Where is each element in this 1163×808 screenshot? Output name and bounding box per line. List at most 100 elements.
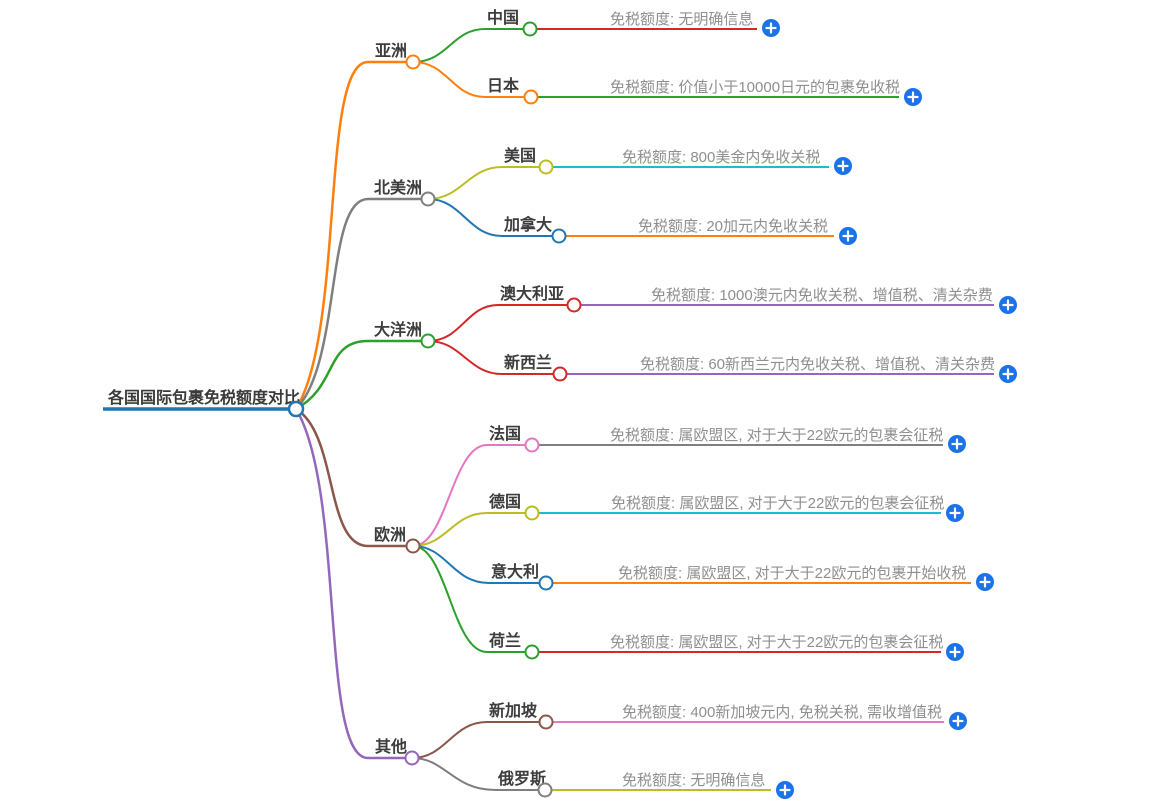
link-na-usa bbox=[427, 166, 503, 200]
node-australia[interactable]: 澳大利亚 bbox=[498, 284, 582, 313]
expand-button-usa[interactable] bbox=[834, 157, 852, 175]
expand-button-newzealand[interactable] bbox=[999, 365, 1017, 383]
expand-button-russia[interactable] bbox=[776, 781, 794, 799]
expand-button-singapore[interactable] bbox=[949, 712, 967, 730]
detail-newzealand[interactable]: 免税额度: 60新西兰元内免收关税、增值税、清关杂费 bbox=[640, 356, 995, 373]
russia-circle[interactable] bbox=[537, 782, 553, 798]
node-netherlands[interactable]: 荷兰 bbox=[487, 631, 540, 660]
germany-circle[interactable] bbox=[524, 505, 540, 521]
detail-italy[interactable]: 免税额度: 属欧盟区, 对于大于22欧元的包裹开始收税 bbox=[618, 565, 966, 582]
canada-circle[interactable] bbox=[551, 228, 567, 244]
expand-button-netherlands[interactable] bbox=[946, 643, 964, 661]
newzealand-circle[interactable] bbox=[552, 366, 568, 382]
expand-button-germany[interactable] bbox=[946, 504, 964, 522]
usa-circle[interactable] bbox=[538, 159, 554, 175]
china-label[interactable]: 中国 bbox=[487, 8, 519, 27]
expand-button-australia[interactable] bbox=[999, 296, 1017, 314]
detail-canada[interactable]: 免税额度: 20加元内免收关税 bbox=[638, 218, 828, 235]
link-root-north-america bbox=[295, 197, 369, 410]
italy-label[interactable]: 意大利 bbox=[491, 562, 539, 581]
netherlands-label[interactable]: 荷兰 bbox=[489, 631, 521, 650]
detail-japan[interactable]: 免税额度: 价值小于10000日元的包裹免收税 bbox=[610, 79, 900, 96]
usa-label[interactable]: 美国 bbox=[504, 146, 536, 165]
france-label[interactable]: 法国 bbox=[489, 424, 521, 443]
other-label[interactable]: 其他 bbox=[375, 737, 407, 756]
node-root[interactable]: 各国国际包裹免税额度对比 bbox=[103, 388, 305, 418]
germany-label[interactable]: 德国 bbox=[489, 492, 521, 511]
link-other-russia bbox=[411, 757, 497, 791]
expand-button-france[interactable] bbox=[948, 435, 966, 453]
link-europe-france bbox=[412, 444, 488, 547]
root-circle[interactable] bbox=[287, 400, 305, 418]
oceania-circle[interactable] bbox=[420, 333, 436, 349]
expand-button-china[interactable] bbox=[762, 19, 780, 37]
other-circle[interactable] bbox=[404, 750, 420, 766]
detail-russia[interactable]: 免税额度: 无明确信息 bbox=[622, 772, 765, 789]
plus-glyph bbox=[949, 646, 961, 658]
expand-button-italy[interactable] bbox=[976, 573, 994, 591]
france-circle[interactable] bbox=[524, 437, 540, 453]
node-china[interactable]: 中国 bbox=[485, 8, 538, 37]
singapore-circle[interactable] bbox=[538, 714, 554, 730]
europe-label[interactable]: 欧洲 bbox=[374, 525, 406, 544]
asia-circle[interactable] bbox=[405, 54, 421, 70]
node-newzealand[interactable]: 新西兰 bbox=[502, 353, 568, 382]
north-america-label[interactable]: 北美洲 bbox=[374, 178, 422, 197]
link-oceania-australia bbox=[427, 304, 499, 342]
link-europe-italy bbox=[412, 545, 490, 584]
japan-label[interactable]: 日本 bbox=[487, 76, 519, 95]
plus-glyph bbox=[779, 784, 791, 796]
expand-button-japan[interactable] bbox=[904, 88, 922, 106]
detail-australia[interactable]: 免税额度: 1000澳元内免收关税、增值税、清关杂费 bbox=[651, 287, 993, 304]
plus-glyph bbox=[1002, 299, 1014, 311]
plus-glyph bbox=[842, 230, 854, 242]
asia-label[interactable]: 亚洲 bbox=[375, 42, 407, 60]
australia-circle[interactable] bbox=[566, 297, 582, 313]
link-na-canada bbox=[427, 198, 503, 237]
singapore-label[interactable]: 新加坡 bbox=[489, 701, 538, 720]
node-russia[interactable]: 俄罗斯 bbox=[496, 769, 553, 798]
oceania-label[interactable]: 大洋洲 bbox=[374, 320, 422, 339]
detail-usa[interactable]: 免税额度: 800美金内免收关税 bbox=[622, 149, 820, 166]
detail-france[interactable]: 免税额度: 属欧盟区, 对于大于22欧元的包裹会征税 bbox=[610, 427, 943, 444]
link-asia-china bbox=[412, 28, 486, 63]
link-root-oceania bbox=[295, 339, 369, 411]
node-germany[interactable]: 德国 bbox=[487, 492, 540, 521]
plus-glyph bbox=[949, 507, 961, 519]
netherlands-circle[interactable] bbox=[524, 644, 540, 660]
detail-germany[interactable]: 免税额度: 属欧盟区, 对于大于22欧元的包裹会征税 bbox=[611, 495, 944, 512]
node-asia[interactable]: 亚洲 bbox=[368, 42, 421, 70]
australia-label[interactable]: 澳大利亚 bbox=[500, 284, 564, 303]
root-label[interactable]: 各国国际包裹免税额度对比 bbox=[107, 388, 300, 407]
plus-glyph bbox=[907, 91, 919, 103]
plus-glyph bbox=[979, 576, 991, 588]
node-singapore[interactable]: 新加坡 bbox=[487, 701, 554, 730]
north-america-circle[interactable] bbox=[420, 191, 436, 207]
link-other-singapore bbox=[411, 721, 488, 759]
expand-button-canada[interactable] bbox=[839, 227, 857, 245]
detail-netherlands[interactable]: 免税额度: 属欧盟区, 对于大于22欧元的包裹会征税 bbox=[610, 634, 943, 651]
node-canada[interactable]: 加拿大 bbox=[502, 215, 567, 244]
canada-label[interactable]: 加拿大 bbox=[503, 215, 552, 234]
detail-china[interactable]: 免税额度: 无明确信息 bbox=[610, 11, 753, 28]
europe-circle[interactable] bbox=[405, 538, 421, 554]
japan-circle[interactable] bbox=[523, 89, 539, 105]
node-italy[interactable]: 意大利 bbox=[489, 562, 554, 591]
newzealand-label[interactable]: 新西兰 bbox=[504, 353, 552, 372]
node-france[interactable]: 法国 bbox=[487, 424, 540, 453]
russia-label[interactable]: 俄罗斯 bbox=[497, 769, 546, 788]
link-europe-netherlands bbox=[412, 545, 488, 653]
node-europe[interactable]: 欧洲 bbox=[368, 525, 421, 554]
node-oceania[interactable]: 大洋洲 bbox=[368, 320, 436, 349]
detail-singapore[interactable]: 免税额度: 400新加坡元内, 免税关税, 需收增值税 bbox=[622, 704, 942, 721]
node-other[interactable]: 其他 bbox=[368, 737, 420, 766]
italy-circle[interactable] bbox=[538, 575, 554, 591]
china-circle[interactable] bbox=[522, 21, 538, 37]
node-north-america[interactable]: 北美洲 bbox=[368, 178, 436, 207]
link-root-other bbox=[294, 408, 369, 760]
plus-glyph bbox=[765, 22, 777, 34]
node-usa[interactable]: 美国 bbox=[502, 146, 554, 175]
node-japan[interactable]: 日本 bbox=[485, 76, 539, 105]
plus-glyph bbox=[952, 715, 964, 727]
